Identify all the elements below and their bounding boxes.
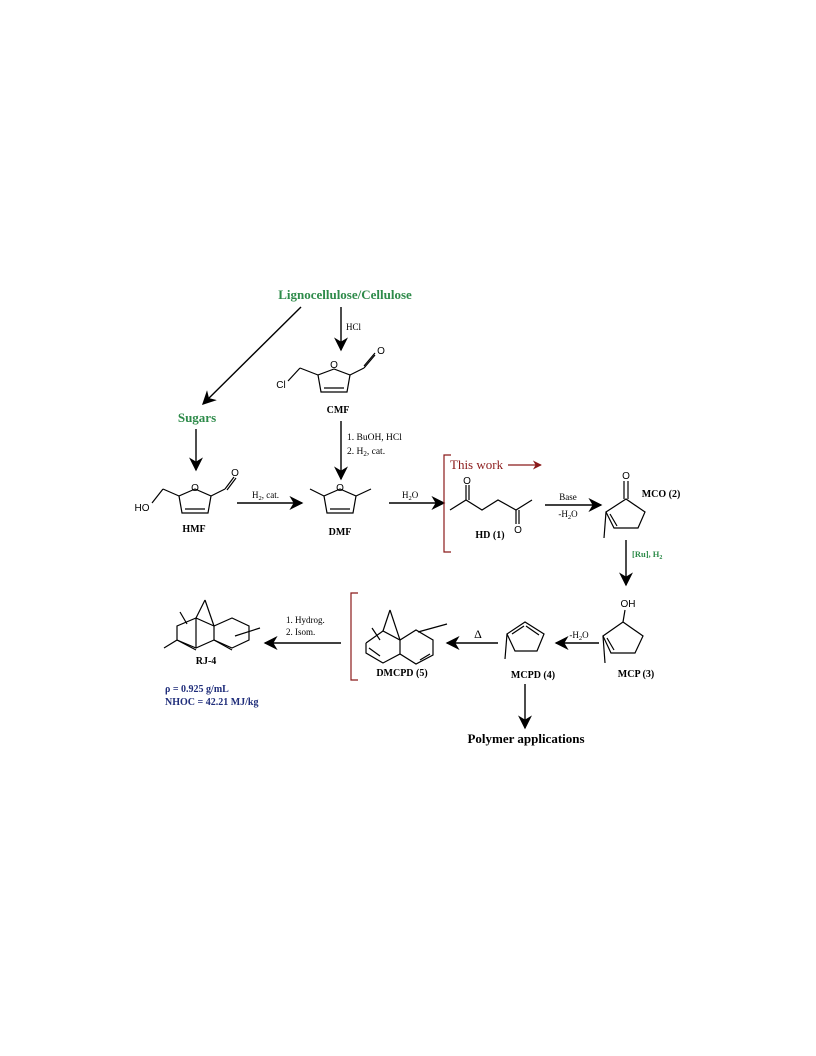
cmf-structure (287, 352, 376, 393)
hmf-aldehyde-o: O (231, 468, 239, 479)
cmf-aldehyde-o: O (377, 346, 385, 357)
mcpd-structure (504, 621, 545, 660)
hmf-ho-atom: HO (135, 503, 150, 514)
reagent-dehydration-1: -H2O (558, 509, 578, 521)
reagent-h2-cat: H2, cat. (252, 490, 279, 502)
mcp-oh-atom: OH (621, 599, 636, 610)
mcp-label: MCP (3) (618, 669, 654, 680)
cmf-cl-atom: Cl (276, 380, 285, 391)
reagent-dehydration-2: -H2O (569, 630, 589, 642)
reagent-delta: Δ (474, 627, 482, 641)
dmf-structure (309, 488, 372, 514)
hmf-o-atom: O (191, 483, 199, 494)
mco-o-atom: O (622, 471, 630, 482)
mcpd-label: MCPD (4) (511, 670, 555, 681)
reagent-cmf-step1: 1. BuOH, HCl (347, 433, 402, 443)
hd-label: HD (1) (475, 530, 504, 541)
lignocellulose-label: Lignocellulose/Cellulose (278, 287, 412, 302)
sugars-label: Sugars (178, 410, 216, 425)
dmcpd-label: DMCPD (5) (376, 668, 427, 679)
this-work-bracket (350, 454, 542, 681)
hmf-structure (151, 476, 237, 514)
hmf-label: HMF (182, 524, 205, 535)
reagent-hcl: HCl (346, 322, 362, 332)
rj4-label: RJ-4 (196, 656, 217, 667)
cmf-o-atom: O (330, 360, 338, 371)
mcp-structure (602, 609, 644, 664)
hd-o-atom-2: O (514, 525, 522, 536)
rj4-structure (163, 599, 261, 651)
reagent-cmf-step2: 2. H2, cat. (347, 447, 385, 458)
mco-structure (603, 481, 646, 539)
hd-o-atom-1: O (463, 476, 471, 487)
polymer-applications-label: Polymer applications (467, 731, 584, 746)
reagent-hydrog: 1. Hydrog. (286, 615, 325, 625)
nhoc-value: NHOC = 42.21 MJ/kg (165, 697, 258, 708)
this-work-label: This work (450, 457, 504, 472)
hd-structure (449, 485, 533, 524)
reagent-ru-h2: [Ru], H2 (632, 549, 662, 561)
dmf-o-atom: O (336, 483, 344, 494)
cmf-label: CMF (327, 405, 350, 416)
dmf-label: DMF (329, 527, 352, 538)
reagent-isom: 2. Isom. (286, 627, 315, 637)
density-value: ρ = 0.925 g/mL (165, 684, 229, 695)
arrow-lignocellulose-to-sugars (202, 306, 302, 405)
reagent-water: H2O (402, 490, 419, 502)
dmcpd-structure (365, 609, 448, 665)
reagent-base: Base (559, 492, 577, 502)
mco-label: MCO (2) (642, 489, 681, 500)
